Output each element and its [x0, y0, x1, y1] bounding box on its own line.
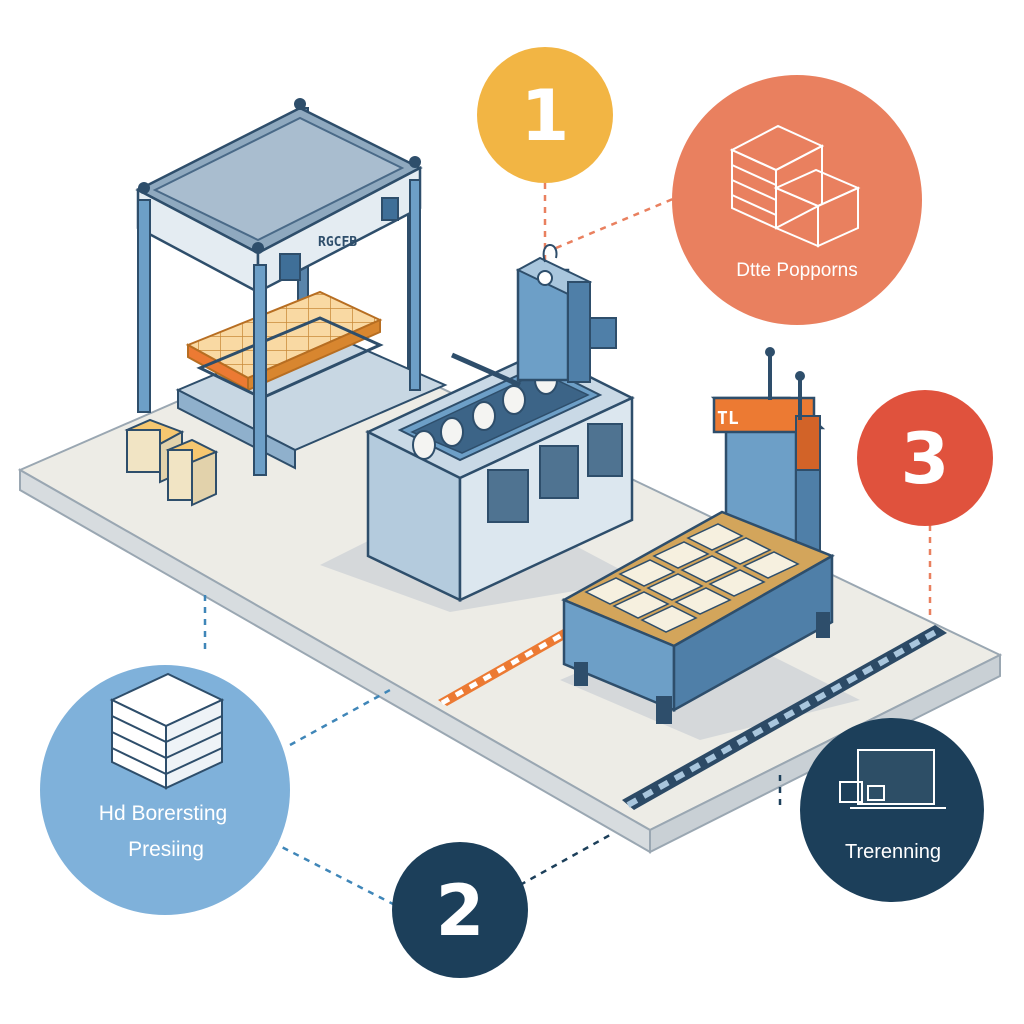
stacked-boxes-icon — [729, 124, 861, 248]
orange-track — [438, 628, 574, 706]
callout-circle — [800, 718, 984, 902]
callout-training-label: Trerenning — [845, 841, 941, 863]
box-stack-icon — [109, 672, 225, 790]
step-badge-1: 1 — [477, 47, 613, 183]
callout-circle — [672, 75, 922, 325]
step-badge-1-number: 1 — [521, 75, 570, 157]
moulding-machine — [365, 244, 635, 602]
monitor-icon — [839, 749, 946, 809]
step-badge-3: 3 — [857, 390, 993, 526]
conveyor-track — [622, 625, 947, 810]
hydraulic-press-machine: RGCFB — [135, 98, 448, 476]
material-crates — [124, 418, 219, 507]
callout-circle — [40, 665, 290, 915]
tile-grid — [584, 523, 800, 633]
callout-board-pressing-label-2: Presiing — [128, 838, 204, 861]
connector-lines — [203, 183, 932, 907]
step-badge-2: 2 — [392, 842, 528, 978]
callout-board-pressing-label-1: Hd Borersting — [99, 802, 227, 825]
callout-data-proportions-label: Dtte Popporns — [736, 260, 857, 281]
step-badge-3-number: 3 — [901, 418, 950, 500]
callout-data-proportions: Dtte Popporns — [672, 75, 922, 325]
callout-board-pressing: Hd Borersting Presiing — [40, 665, 290, 915]
cutter-tag: TL — [717, 408, 739, 429]
press-plate-label: RGCFB — [318, 235, 357, 250]
callout-training: Trerenning — [800, 718, 984, 902]
cutting-table-machine: TL — [561, 347, 835, 724]
step-badge-2-number: 2 — [436, 870, 485, 952]
